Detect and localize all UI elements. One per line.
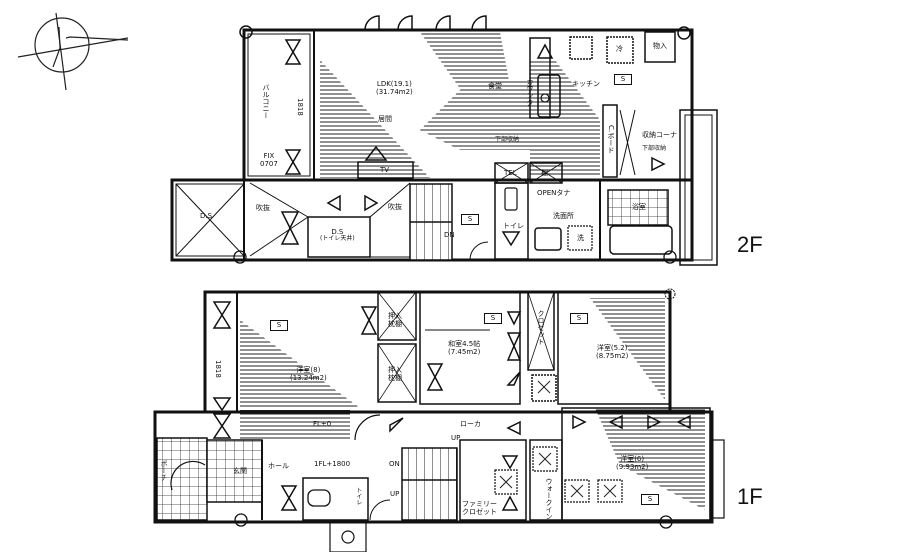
label-balcony-dim: 1818 <box>296 98 305 116</box>
label-ds-toilet: D.S (トイレ天井) <box>320 228 355 243</box>
label-corridor: ローカ <box>460 420 481 428</box>
label-floor-level: FL±0 <box>313 420 332 428</box>
label-counter: カウンター <box>526 78 535 113</box>
room-name: 和室4.5帖 <box>448 340 481 348</box>
closet-text: 押入 <box>388 366 402 374</box>
label-hall-level: 1FL+1800 <box>314 460 351 468</box>
room-name: LDK(19.1) <box>376 80 412 88</box>
floor-2f <box>170 15 718 266</box>
label-family-closet: ファミリー クロゼット <box>462 500 497 516</box>
room-area: (9.93m2) <box>616 463 649 472</box>
storage-marker: S <box>270 320 288 331</box>
room-area: (31.74m2) <box>376 88 413 97</box>
room-dining: 食堂 <box>488 82 502 90</box>
room-area: (13.24m2) <box>290 374 327 383</box>
label-closet-1: 押入 枕棚 <box>388 312 402 328</box>
label-toilet-1f: トイレ <box>354 487 362 505</box>
label-porch: ポーチ <box>160 460 169 481</box>
label-bath: 浴室 <box>632 203 646 211</box>
label-tel: TEL <box>504 169 517 177</box>
north-arrow-icon <box>17 12 129 91</box>
closet-sub: クロゼット <box>462 508 497 517</box>
storage-marker: S <box>484 313 502 324</box>
label-walkin: ウォークイン <box>545 478 554 520</box>
label-toilet: トイレ <box>503 222 524 230</box>
room-ldk: LDK(19.1) (31.74m2) <box>376 80 413 96</box>
label-void-left: 吹抜 <box>256 204 270 212</box>
ds-sub: (トイレ天井) <box>320 235 355 243</box>
label-lower-storage: 下部収納 <box>642 145 667 152</box>
label-ds-left: D.S <box>200 212 213 220</box>
closet-text: ファミリー <box>462 500 497 508</box>
closet-sub: 枕棚 <box>388 320 402 329</box>
label-fridge: 冷 <box>616 45 623 53</box>
closet-text: 押入 <box>388 312 402 320</box>
room-name: 洋室(8) <box>296 366 321 374</box>
label-on: ON <box>389 460 400 468</box>
storage-marker: S <box>641 494 659 505</box>
room-bedroom-se: 洋室(6) (9.93m2) <box>616 455 648 471</box>
floor-label-1f: 1F <box>737 484 763 509</box>
label-cupboard: C.ボード <box>607 125 616 154</box>
label-balcony: バルコニー <box>262 84 271 119</box>
label-fix: FIX 0707 <box>260 152 278 168</box>
fix-text: FIX <box>263 152 275 160</box>
label-tel-note: 下部収納 <box>495 136 520 143</box>
storage-marker: S <box>570 313 588 324</box>
room-living: 居間 <box>378 115 392 123</box>
room-name: 洋室(5.2) <box>596 344 628 352</box>
room-washitsu: 和室4.5帖 (7.45m2) <box>448 340 480 356</box>
label-up-corridor: UP <box>451 434 461 442</box>
label-wash: 洗 <box>577 234 584 242</box>
label-shelf: 棚 <box>541 169 548 177</box>
label-washroom: 洗面所 <box>553 212 574 220</box>
label-bedroom-dim: 1818 <box>214 360 223 378</box>
label-up-hall: UP <box>390 490 400 498</box>
label-closet-2: 押入 枕棚 <box>388 366 402 382</box>
room-area: (8.75m2) <box>596 352 629 361</box>
storage-marker: S <box>614 74 632 85</box>
label-storage-corner: 収納コーナ <box>642 131 677 139</box>
floor-label-2f: 2F <box>737 232 763 257</box>
label-pantry: 物入 <box>653 42 667 50</box>
label-open-shelf: OPENタナ <box>537 189 571 197</box>
label-closet-mid: クロゼット <box>537 310 546 345</box>
label-tv: TV <box>380 166 390 174</box>
floor-1f <box>153 288 725 552</box>
room-bedroom-ne: 洋室(5.2) (8.75m2) <box>596 344 628 360</box>
label-void-right: 吹抜 <box>388 203 402 211</box>
room-kitchen: キッチン <box>572 80 600 88</box>
room-name: 洋室(6) <box>620 455 645 463</box>
room-bedroom-main: 洋室(8) (13.24m2) <box>290 366 327 382</box>
room-area: (7.45m2) <box>448 348 481 357</box>
fix-code: 0707 <box>260 160 278 169</box>
ds-text: D.S <box>331 228 344 236</box>
label-dn: DN <box>444 231 455 239</box>
label-entrance: 玄関 <box>233 467 247 475</box>
label-hall: ホール <box>268 462 289 470</box>
closet-sub: 枕棚 <box>388 374 402 383</box>
storage-marker: S <box>461 214 479 225</box>
